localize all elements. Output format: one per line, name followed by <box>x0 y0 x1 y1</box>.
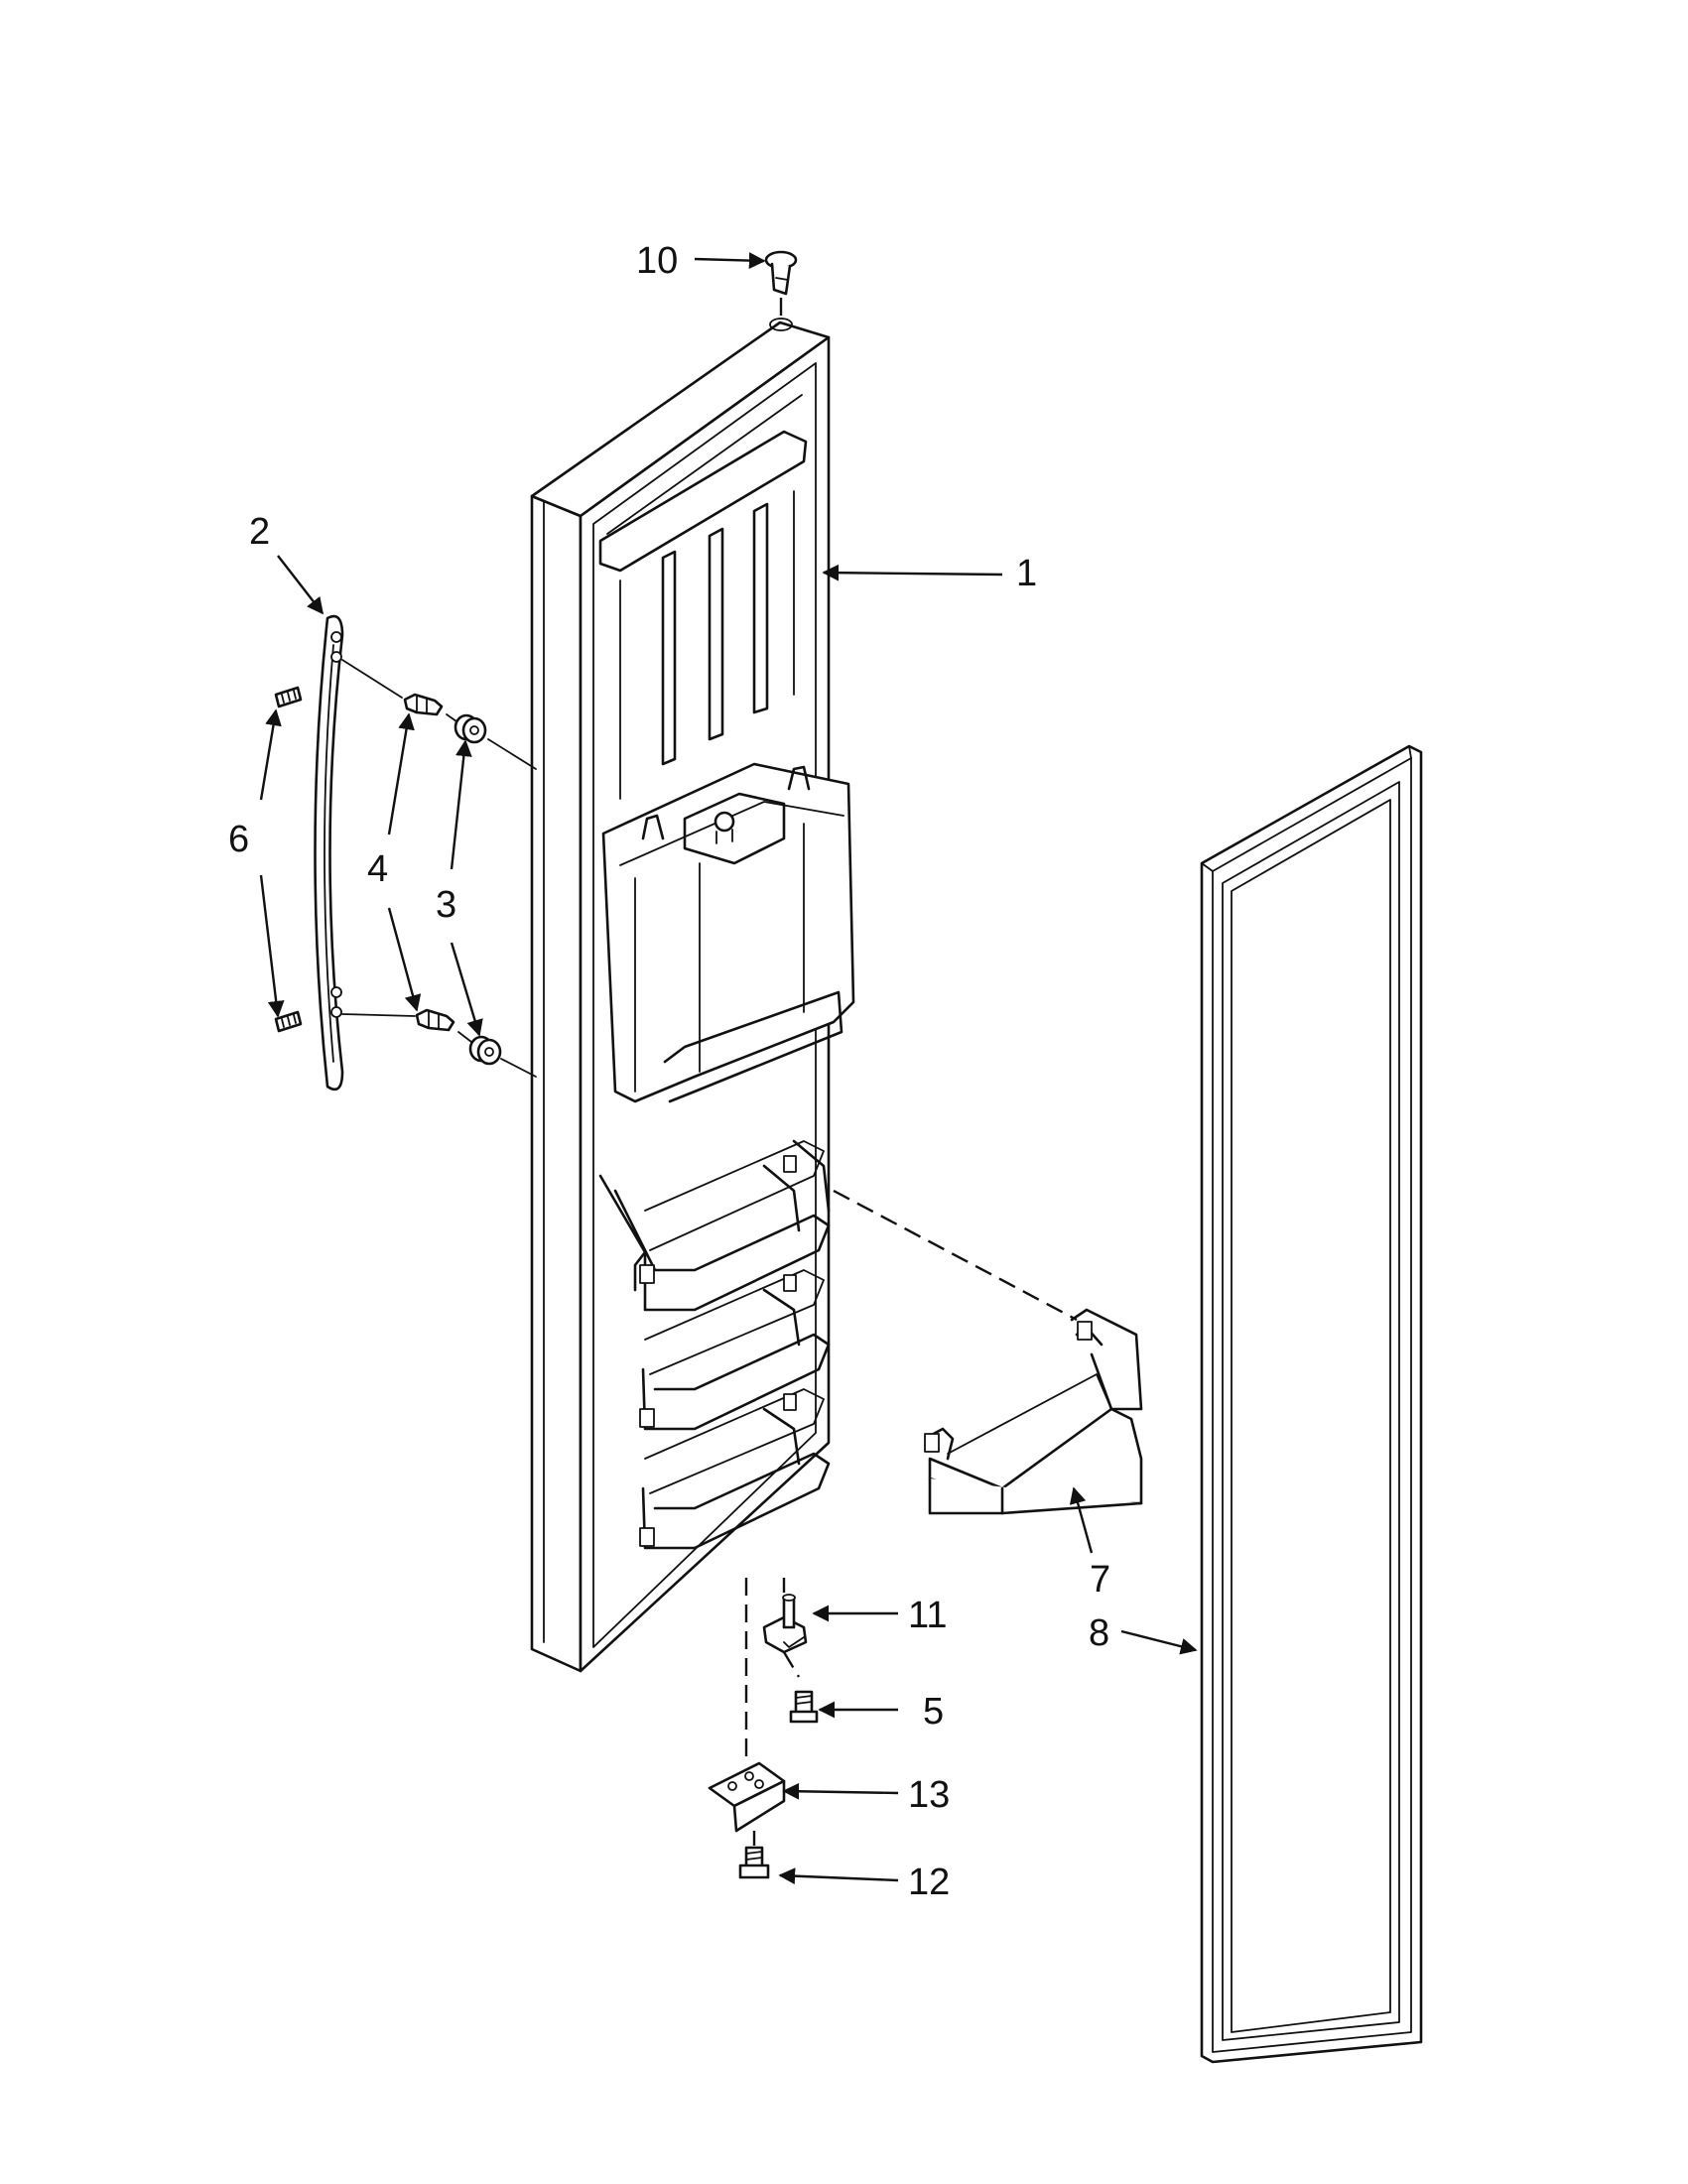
callout-5: 5 <box>923 1691 944 1733</box>
callout-8: 8 <box>1089 1612 1109 1654</box>
handle <box>314 614 344 1092</box>
spacers <box>454 713 502 1066</box>
mounting-studs <box>403 693 455 1032</box>
callout-labels: 10 1 2 6 4 3 7 8 11 5 13 12 <box>228 240 1110 1903</box>
callout-13: 13 <box>908 1774 950 1816</box>
door-assembly <box>530 321 855 1673</box>
callout-7: 7 <box>1090 1559 1110 1601</box>
callout-3: 3 <box>436 884 456 926</box>
callout-11: 11 <box>908 1595 947 1636</box>
callout-6: 6 <box>228 819 249 860</box>
hinge-bracket <box>708 1761 786 1833</box>
top-plug <box>764 250 798 331</box>
door-gasket <box>1200 744 1423 2064</box>
callout-4: 4 <box>367 848 388 890</box>
callout-12: 12 <box>908 1862 950 1903</box>
callout-2: 2 <box>249 511 270 553</box>
leader-lines <box>259 252 1198 1885</box>
callout-10: 10 <box>636 240 678 282</box>
hinge-pin <box>762 1594 808 1654</box>
hinge-screw <box>789 1690 819 1724</box>
handle-screws <box>274 686 303 1033</box>
callout-1: 1 <box>1016 553 1037 594</box>
door-shelves <box>598 1139 831 1550</box>
bracket-screw <box>738 1846 770 1879</box>
door-bin <box>924 1308 1143 1515</box>
